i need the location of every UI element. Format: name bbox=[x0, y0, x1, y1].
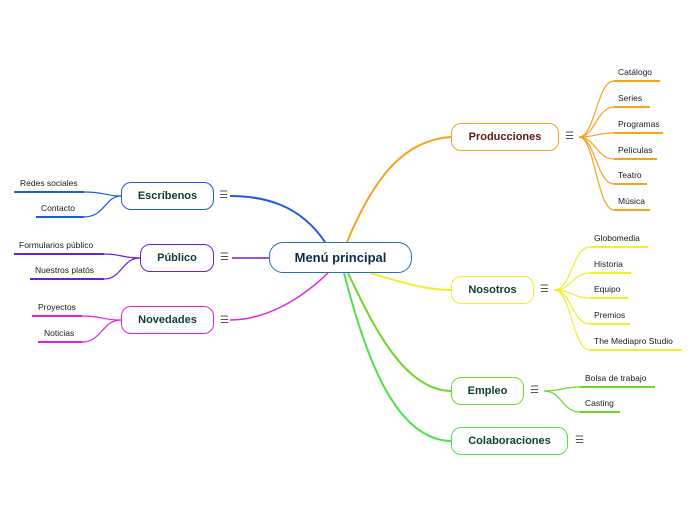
branch-colaboraciones-label: Colaboraciones bbox=[468, 435, 551, 447]
leaf-premios[interactable]: Premios bbox=[594, 310, 626, 320]
connector-escribenos bbox=[229, 195, 326, 243]
nosotros-menu-icon[interactable]: ☰ bbox=[540, 284, 549, 295]
leaf-peliculas[interactable]: Películas bbox=[618, 145, 653, 155]
empleo-children-lines bbox=[543, 386, 655, 413]
novedades-children-lines bbox=[32, 315, 122, 343]
escribenos-children-lines bbox=[14, 191, 122, 218]
nosotros-children-lines bbox=[553, 246, 682, 351]
empleo-menu-icon[interactable]: ☰ bbox=[530, 385, 539, 396]
connector-empleo bbox=[347, 272, 452, 392]
leaf-contacto[interactable]: Contacto bbox=[41, 203, 76, 213]
branch-empleo[interactable]: Empleo bbox=[451, 377, 524, 405]
leaf-formularios-publico[interactable]: Formularios público bbox=[19, 240, 94, 250]
root-node[interactable]: Menú principal bbox=[269, 242, 412, 273]
producciones-children-lines bbox=[578, 80, 663, 211]
leaf-mediapro-studio[interactable]: The Mediapro Studio bbox=[594, 336, 673, 346]
producciones-menu-icon[interactable]: ☰ bbox=[565, 131, 574, 142]
branch-producciones[interactable]: Producciones bbox=[451, 123, 559, 151]
leaf-nuestros-platos[interactable]: Nuestros platós bbox=[35, 265, 95, 275]
publico-children-lines bbox=[14, 253, 141, 280]
branch-escribenos[interactable]: Escríbenos bbox=[121, 182, 214, 210]
leaf-redes-sociales[interactable]: Redes sociales bbox=[20, 178, 78, 188]
leaf-historia[interactable]: Historia bbox=[594, 259, 623, 269]
escribenos-menu-icon[interactable]: ☰ bbox=[219, 190, 228, 201]
leaf-casting[interactable]: Casting bbox=[585, 398, 614, 408]
branch-novedades-label: Novedades bbox=[138, 314, 197, 326]
leaf-proyectos[interactable]: Proyectos bbox=[38, 302, 76, 312]
branch-nosotros[interactable]: Nosotros bbox=[451, 276, 534, 304]
branch-empleo-label: Empleo bbox=[467, 385, 508, 397]
branch-publico-label: Público bbox=[157, 252, 197, 264]
leaf-teatro[interactable]: Teatro bbox=[618, 170, 642, 180]
leaf-musica[interactable]: Música bbox=[618, 196, 645, 206]
leaf-noticias[interactable]: Noticias bbox=[44, 328, 75, 338]
branch-escribenos-label: Escríbenos bbox=[137, 190, 198, 202]
leaf-equipo[interactable]: Equipo bbox=[594, 284, 621, 294]
leaf-programas[interactable]: Programas bbox=[618, 119, 660, 129]
branch-publico[interactable]: Público bbox=[140, 244, 214, 272]
connector-producciones bbox=[346, 136, 452, 243]
branch-novedades[interactable]: Novedades bbox=[121, 306, 214, 334]
leaf-series[interactable]: Series bbox=[618, 93, 643, 103]
connector-novedades bbox=[229, 272, 329, 321]
novedades-menu-icon[interactable]: ☰ bbox=[220, 315, 229, 326]
publico-menu-icon[interactable]: ☰ bbox=[220, 252, 229, 263]
leaf-catalogo[interactable]: Catálogo bbox=[618, 67, 653, 77]
branch-nosotros-label: Nosotros bbox=[468, 284, 517, 296]
colaboraciones-menu-icon[interactable]: ☰ bbox=[575, 435, 584, 446]
root-label: Menú principal bbox=[294, 250, 387, 265]
branch-colaboraciones[interactable]: Colaboraciones bbox=[451, 427, 568, 455]
connector-colaboraciones bbox=[343, 272, 452, 442]
leaf-globomedia[interactable]: Globomedia bbox=[594, 233, 640, 243]
branch-producciones-label: Producciones bbox=[468, 131, 542, 143]
leaf-bolsa-de-trabajo[interactable]: Bolsa de trabajo bbox=[585, 373, 647, 383]
connector-nosotros bbox=[369, 272, 452, 291]
